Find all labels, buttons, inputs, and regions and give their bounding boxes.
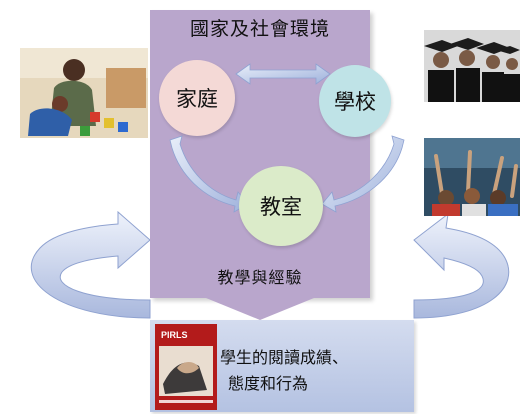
family-photo [20,48,148,138]
home-node: 家庭 [159,60,235,136]
graduates-photo [424,30,520,102]
context-box [150,10,370,298]
school-node: 學校 [319,65,391,137]
family-photo-icon [20,48,148,138]
svg-text:PIRLS: PIRLS [161,330,188,340]
context-title: 國家及社會環境 [189,18,330,40]
outcome-line-2: 態度和行為 [228,374,309,393]
graduates-photo-icon [424,30,520,102]
outcome-line-1: 學生的閱讀成績、 [220,348,349,367]
classroom-photo-icon [424,138,520,216]
outcome-text: 學生的閱讀成績、 態度和行為 [220,345,410,397]
school-classroom-arrow [321,135,405,213]
right-cycle-arrow [413,212,510,319]
home-label: 家庭 [176,87,218,111]
process-label: 教學與經驗 [217,268,303,287]
classroom-node: 教室 [239,166,323,246]
report-cover-icon: PIRLS [155,324,217,410]
classroom-label: 教室 [260,195,302,219]
report-cover-image: PIRLS [155,324,217,410]
school-label: 學校 [334,90,376,114]
left-cycle-arrow [30,210,151,319]
classroom-photo [424,138,520,216]
